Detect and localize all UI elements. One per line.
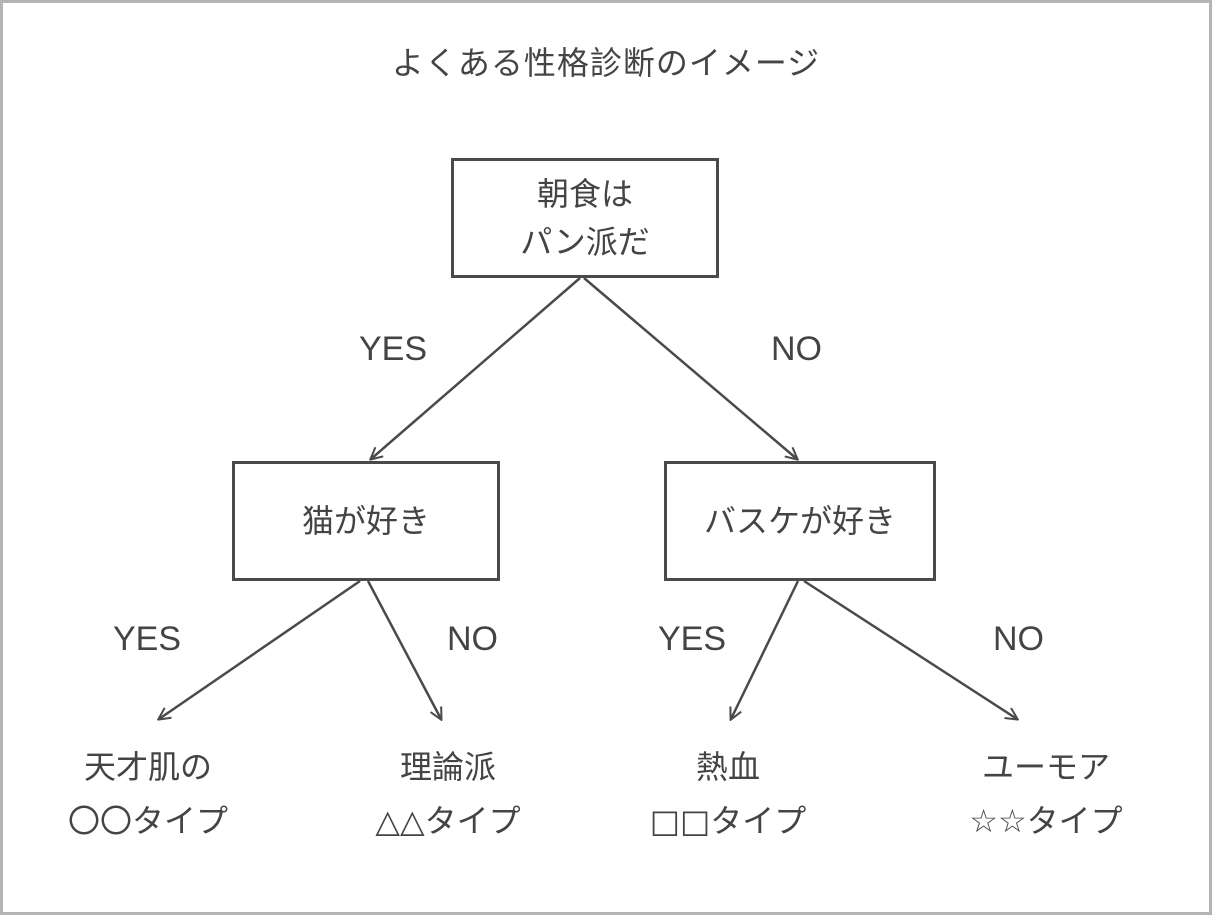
edge-label-left-yes: YES xyxy=(113,620,182,658)
root-question-line2: パン派だ xyxy=(520,223,650,261)
leaf-result-2-line1: 理論派 xyxy=(399,748,496,786)
leaf-result-4-line2: ☆☆タイプ xyxy=(969,802,1123,840)
leaf-result-2-line2: △△タイプ xyxy=(375,802,521,840)
edge-root-no xyxy=(583,277,797,459)
edge-left-yes xyxy=(159,579,361,719)
leaf-result-4: ユーモア ☆☆タイプ xyxy=(951,740,1141,848)
edge-label-root-no: NO xyxy=(771,330,822,368)
leaf-result-1-line1: 天才肌の xyxy=(83,748,212,786)
leaf-result-3: 熱血 □□タイプ xyxy=(633,740,823,848)
edge-label-right-no: NO xyxy=(993,620,1044,658)
leaf-result-1-line2: 〇〇タイプ xyxy=(67,802,228,840)
left-question-node: 猫が好き xyxy=(232,461,500,581)
edge-left-no xyxy=(366,580,441,719)
edge-right-yes xyxy=(731,580,800,719)
edge-label-root-yes: YES xyxy=(359,330,428,368)
edge-label-left-no: NO xyxy=(447,620,498,658)
edge-label-right-yes: YES xyxy=(658,620,727,658)
leaf-result-2: 理論派 △△タイプ xyxy=(353,740,543,848)
leaf-result-1: 天才肌の 〇〇タイプ xyxy=(58,740,238,848)
root-question-node: 朝食は パン派だ xyxy=(451,158,719,278)
left-question-text: 猫が好き xyxy=(301,502,430,540)
leaf-result-3-line1: 熱血 xyxy=(695,748,760,786)
root-question-line1: 朝食は xyxy=(536,175,633,213)
edge-root-yes xyxy=(371,277,581,459)
leaf-result-3-line2: □□タイプ xyxy=(649,802,807,840)
diagram-title: よくある性格診断のイメージ xyxy=(391,44,821,82)
edge-right-no xyxy=(803,579,1017,719)
right-question-node: バスケが好き xyxy=(664,461,936,581)
leaf-result-4-line1: ユーモア xyxy=(981,748,1110,786)
right-question-text: バスケが好き xyxy=(703,502,896,540)
